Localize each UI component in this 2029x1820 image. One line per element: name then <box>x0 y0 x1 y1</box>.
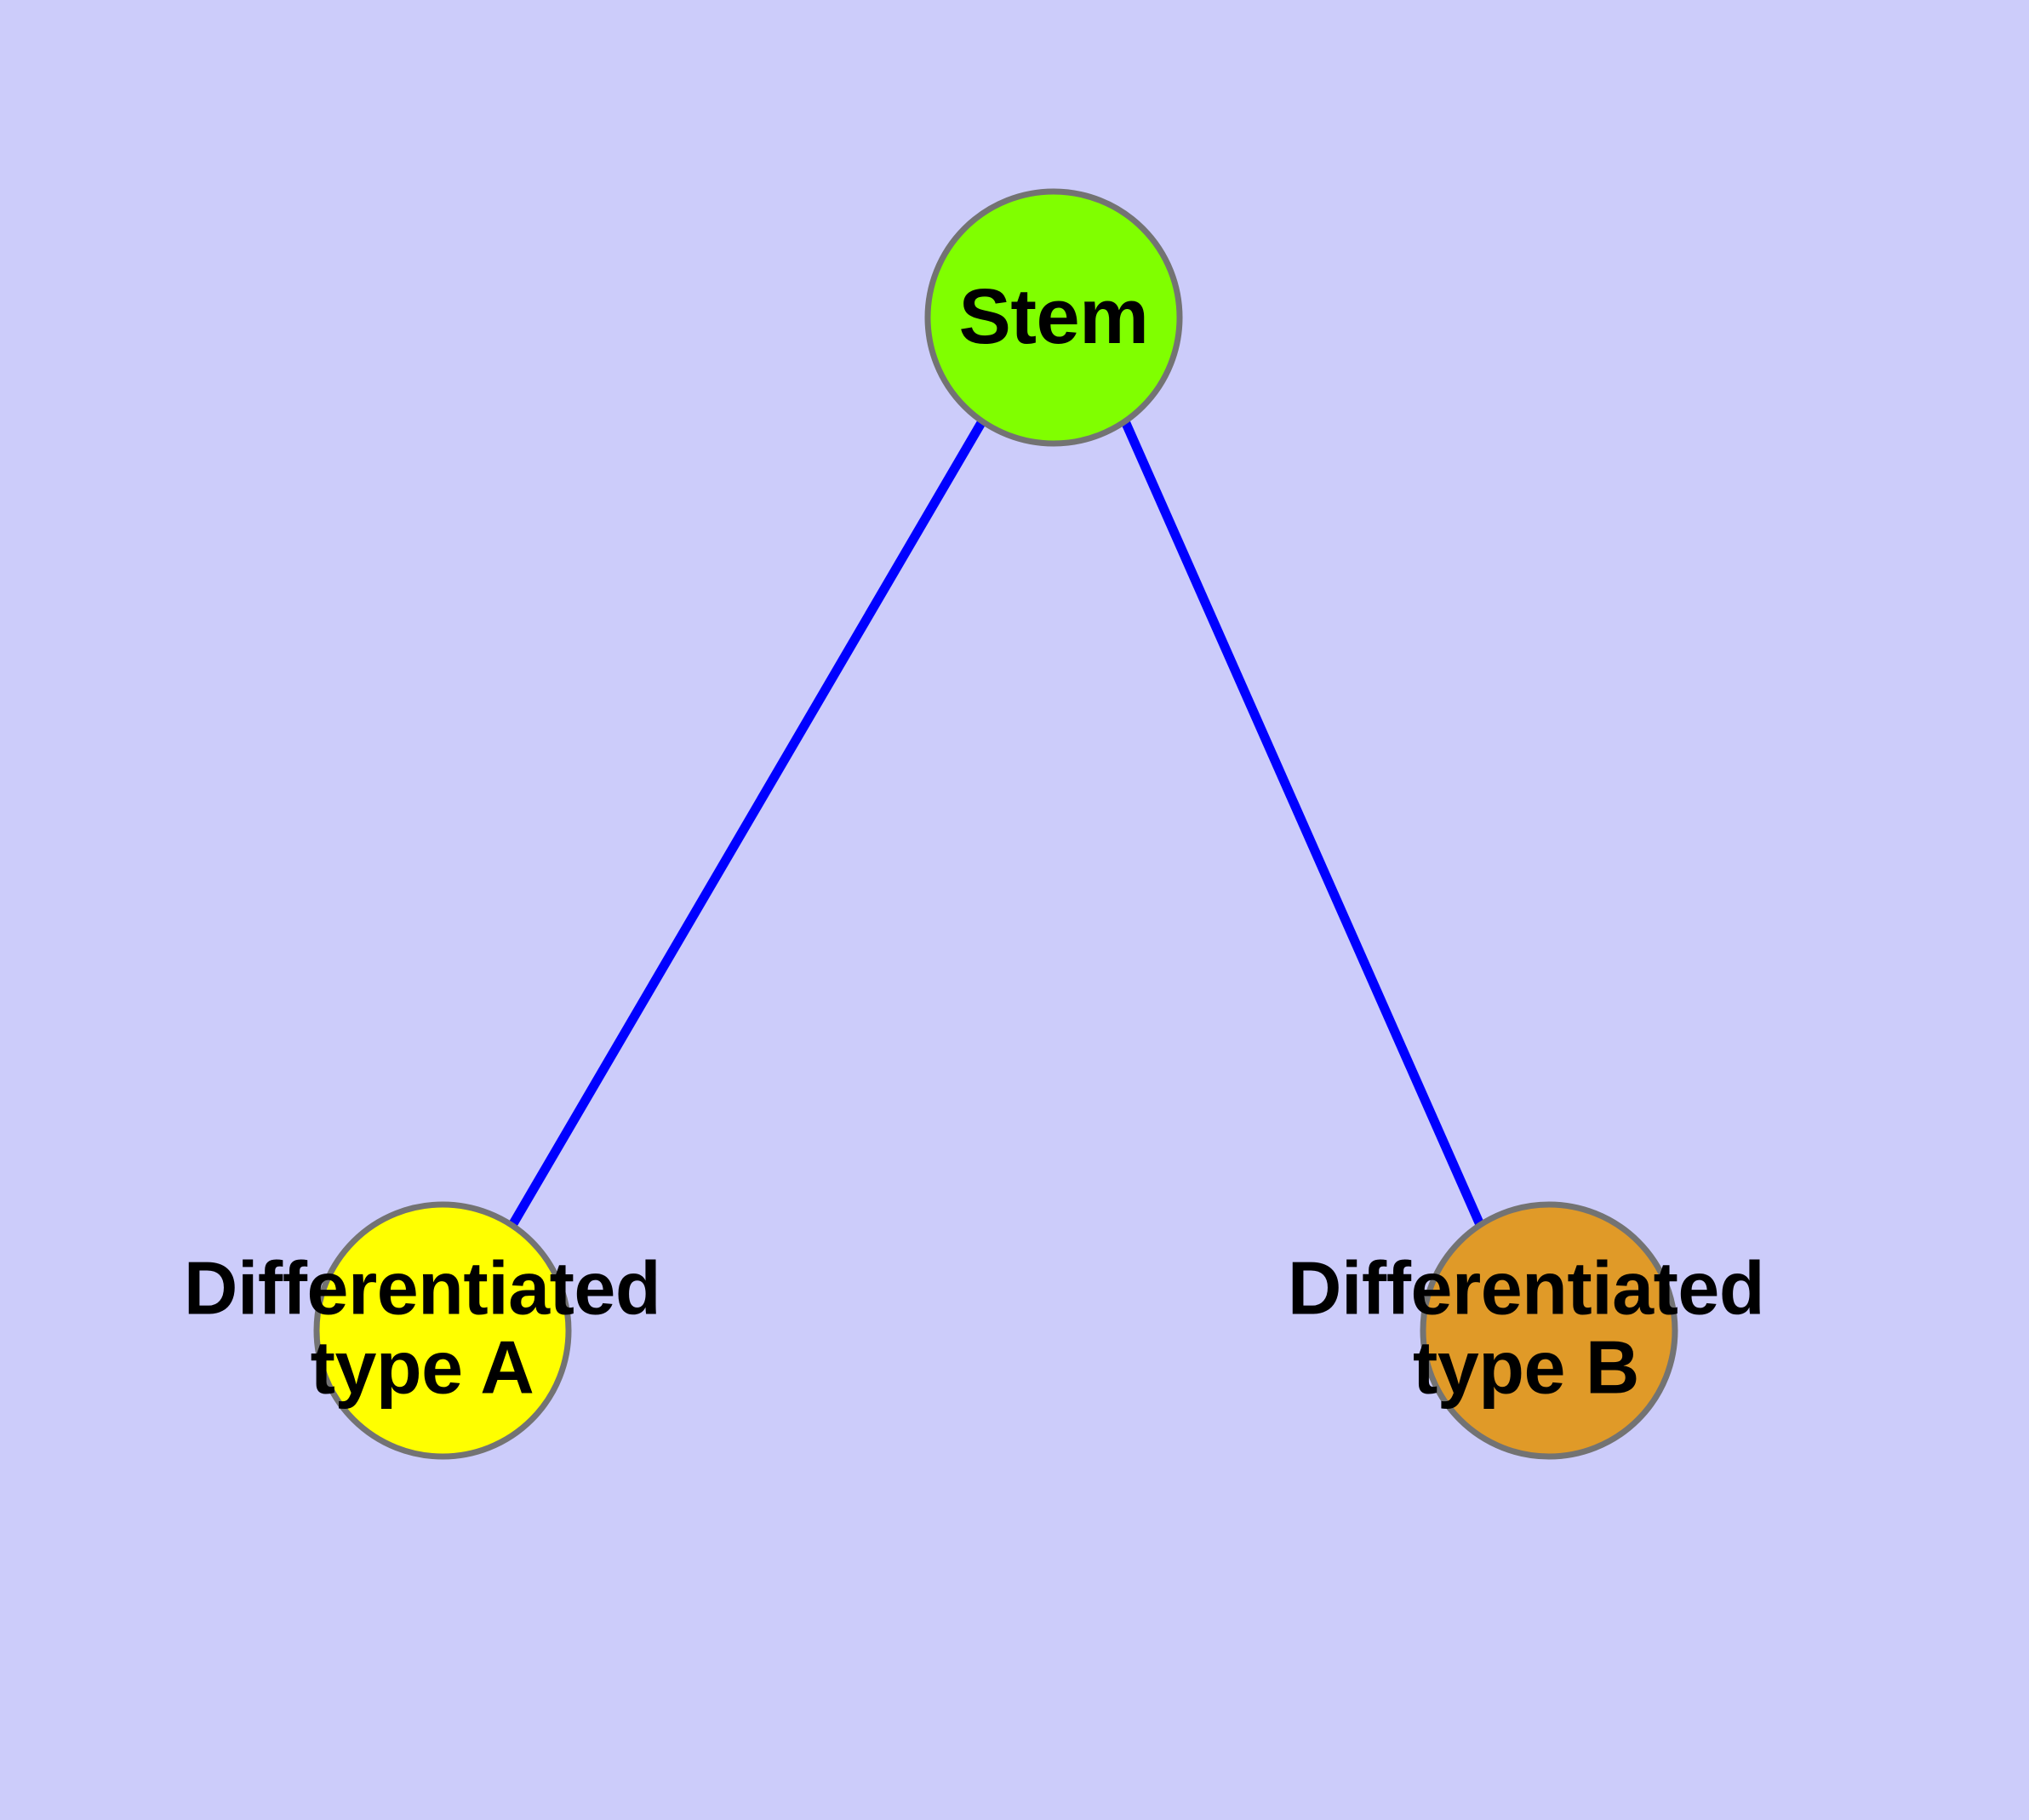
node-layer <box>313 188 1678 1460</box>
edge-layer <box>507 419 1486 1229</box>
edge-stem-to-diff-b[interactable] <box>1120 419 1486 1229</box>
edge-stem-to-diff-a[interactable] <box>507 419 986 1229</box>
node-differentiated-type-b[interactable] <box>1420 1201 1678 1460</box>
node-stem[interactable] <box>924 188 1183 447</box>
node-differentiated-type-a[interactable] <box>313 1201 572 1460</box>
